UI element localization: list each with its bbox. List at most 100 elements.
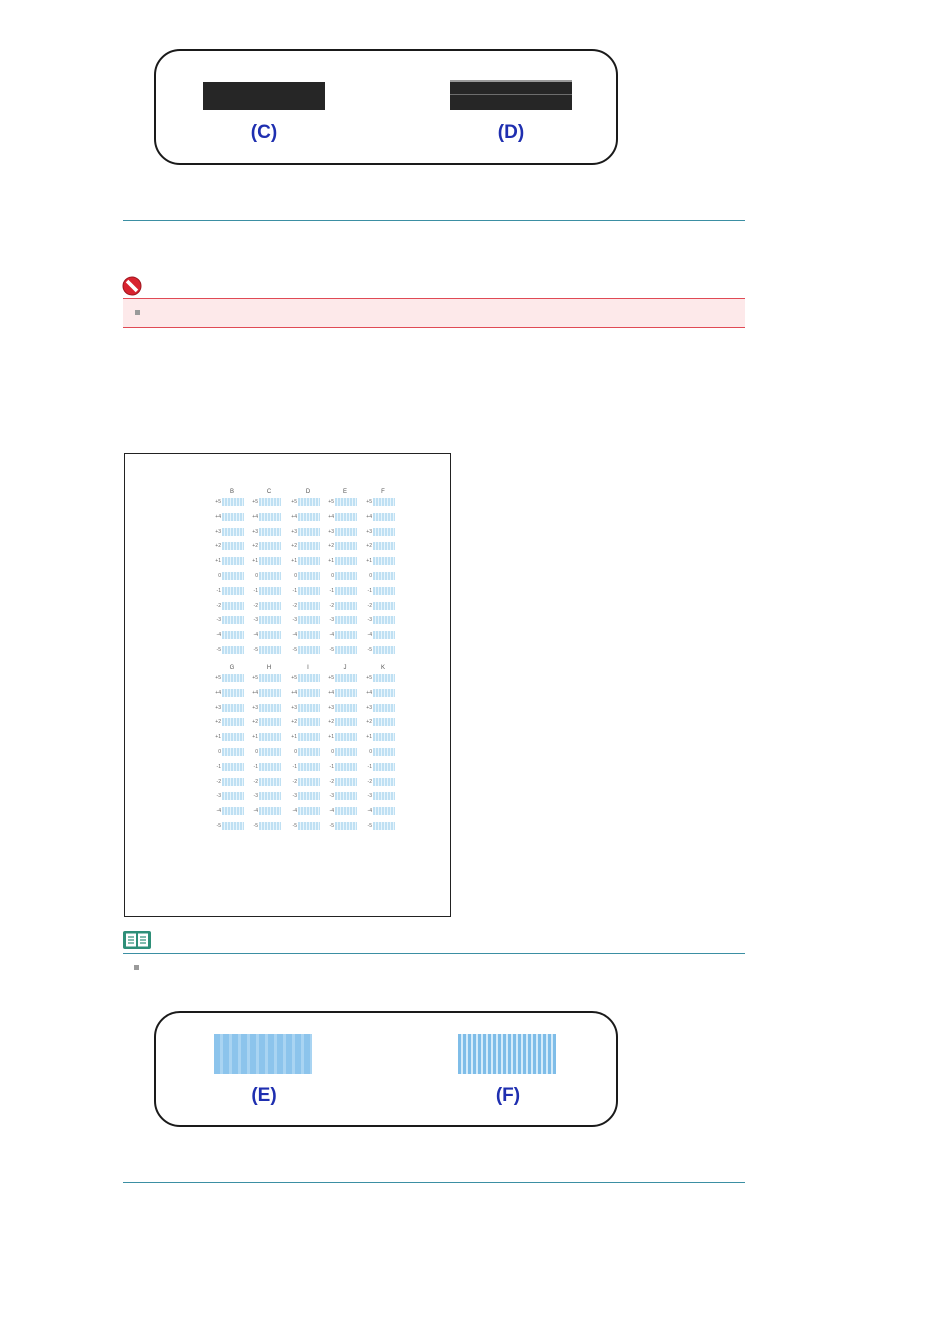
pattern-patch <box>222 762 244 771</box>
pattern-patch <box>373 703 395 712</box>
pattern-row-number: -1 <box>292 587 297 594</box>
pattern-row-number: -4 <box>292 632 297 639</box>
pattern-patch <box>373 674 395 682</box>
pattern-patch <box>335 498 357 506</box>
pattern-patch <box>259 572 281 580</box>
pattern-patch <box>222 703 244 712</box>
pattern-row-number: +4 <box>291 689 297 696</box>
pattern-row-number: -1 <box>253 587 258 594</box>
pattern-patch <box>373 586 395 595</box>
pattern-patch <box>222 586 244 595</box>
pattern-patch <box>259 512 281 521</box>
pattern-patch <box>335 572 357 580</box>
pattern-patch <box>222 822 244 830</box>
pattern-patch <box>298 631 320 640</box>
pattern-row-number: -5 <box>367 647 372 653</box>
pattern-patch <box>373 762 395 771</box>
pattern-row-number: +5 <box>328 499 334 505</box>
pattern-patch <box>335 703 357 712</box>
pattern-row-number: 0 <box>369 749 372 755</box>
pattern-patch <box>373 688 395 697</box>
pattern-row-number: +2 <box>366 719 372 726</box>
pattern-row-number: -4 <box>216 808 221 815</box>
pattern-row-number: -5 <box>292 823 297 829</box>
pattern-row-number: -4 <box>253 632 258 639</box>
pattern-group-header: C <box>266 489 272 495</box>
pattern-patch <box>373 572 395 580</box>
pattern-patch <box>222 807 244 816</box>
pattern-row-number: +3 <box>366 528 372 535</box>
pattern-row-number: +5 <box>215 499 221 505</box>
pattern-patch <box>373 631 395 640</box>
pattern-patch <box>298 674 320 682</box>
pattern-group-header: J <box>343 665 347 671</box>
pattern-row-number: +3 <box>215 704 221 711</box>
pattern-patch <box>335 586 357 595</box>
pattern-patch <box>373 718 395 727</box>
pattern-patch <box>259 748 281 756</box>
label-f: (F) <box>495 1085 521 1106</box>
pattern-patch <box>335 557 357 566</box>
pattern-group-header: K <box>380 665 385 671</box>
pattern-patch <box>259 762 281 771</box>
pattern-row-number: +5 <box>252 675 258 681</box>
pattern-patch <box>298 703 320 712</box>
pattern-row-number: +4 <box>366 513 372 520</box>
pattern-row-number: -2 <box>253 602 258 609</box>
pattern-row-number: -2 <box>367 778 372 785</box>
pattern-patch <box>373 748 395 756</box>
pattern-patch <box>222 527 244 536</box>
pattern-row-number: +4 <box>291 513 297 520</box>
pattern-patch <box>335 792 357 801</box>
pattern-row-number: +5 <box>366 675 372 681</box>
pattern-patch <box>222 542 244 551</box>
pattern-sample-d <box>450 80 572 110</box>
pattern-row-number: -1 <box>216 587 221 594</box>
pattern-sample-c <box>203 82 325 110</box>
pattern-row-number: -5 <box>216 823 221 829</box>
pattern-row-number: +4 <box>215 689 221 696</box>
pattern-patch <box>298 646 320 654</box>
pattern-row-number: -1 <box>367 587 372 594</box>
pattern-patch <box>298 718 320 727</box>
pattern-row-number: +3 <box>252 528 258 535</box>
pattern-patch <box>298 601 320 610</box>
pattern-group-header: D <box>305 489 311 495</box>
caution-box <box>123 298 745 328</box>
pattern-patch <box>335 674 357 682</box>
pattern-row-number: +2 <box>366 543 372 550</box>
pattern-patch <box>259 777 281 786</box>
pattern-patch <box>298 557 320 566</box>
pattern-patch <box>373 512 395 521</box>
pattern-row-number: +4 <box>252 689 258 696</box>
pattern-patch <box>222 674 244 682</box>
pattern-row-number: +2 <box>215 543 221 550</box>
pattern-row-number: +1 <box>366 734 372 741</box>
pattern-row-number: 0 <box>255 749 258 755</box>
pattern-row-number: +3 <box>252 704 258 711</box>
pattern-row-number: -5 <box>367 823 372 829</box>
pattern-row-number: 0 <box>255 573 258 579</box>
pattern-row-number: 0 <box>294 573 297 579</box>
pattern-group-header: G <box>229 665 235 671</box>
pattern-sample-f <box>458 1034 556 1074</box>
pattern-patch <box>298 498 320 506</box>
pattern-row-number: -3 <box>329 617 334 624</box>
pattern-row-number: +2 <box>291 719 297 726</box>
pattern-patch <box>259 674 281 682</box>
pattern-row-number: -3 <box>216 793 221 800</box>
pattern-patch <box>222 688 244 697</box>
pattern-row-number: +2 <box>328 543 334 550</box>
pattern-patch <box>373 498 395 506</box>
pattern-row-number: -3 <box>292 793 297 800</box>
pattern-row-number: +4 <box>328 689 334 696</box>
pattern-row-number: +4 <box>252 513 258 520</box>
pattern-patch <box>298 616 320 625</box>
pattern-patch <box>373 557 395 566</box>
pattern-patch <box>335 646 357 654</box>
pattern-patch <box>222 557 244 566</box>
pattern-row-number: +4 <box>328 513 334 520</box>
pattern-patch <box>259 703 281 712</box>
pattern-patch <box>335 688 357 697</box>
pattern-patch <box>373 807 395 816</box>
